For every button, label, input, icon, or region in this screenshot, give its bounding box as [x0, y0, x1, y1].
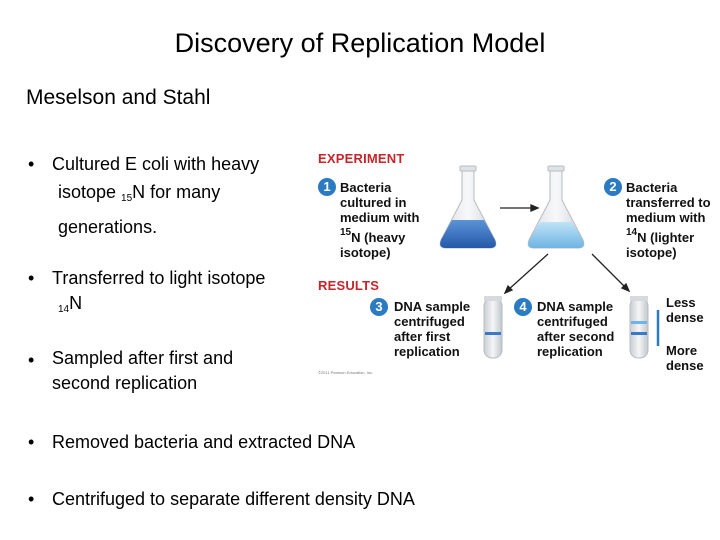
bullet-dot-icon: • — [28, 268, 35, 288]
step-3-label: DNA sample centrifuged after first repli… — [394, 299, 471, 359]
flask-light-icon — [527, 165, 585, 249]
bullet-dot-icon: • — [28, 350, 35, 370]
bullet-text: Cultured E coli with heavy — [52, 154, 260, 174]
step-3-badge: 3 — [370, 298, 388, 316]
bullet-text: second replication — [52, 373, 198, 393]
experiment-heading: EXPERIMENT — [318, 151, 405, 166]
more-dense-label: More dense — [666, 343, 704, 373]
bullet-text: Sampled after first and — [52, 348, 234, 368]
bullet-text: Centrifuged to separate different densit… — [52, 489, 415, 509]
bullet-dot-icon: • — [28, 154, 35, 174]
bullet-text: generations. — [58, 217, 158, 237]
results-heading: RESULTS — [318, 278, 380, 293]
arrow-icons — [500, 204, 631, 295]
less-dense-label: Less dense — [666, 295, 704, 325]
slide-subtitle: Meselson and Stahl — [26, 86, 211, 109]
bullet-text: isotope 15N for many — [58, 182, 221, 204]
bullet-text: Removed bacteria and extracted DNA — [52, 432, 356, 452]
bullet-text: 14N — [58, 293, 83, 315]
slide-title: Discovery of Replication Model — [174, 28, 546, 58]
step-1-badge: 1 — [318, 178, 336, 196]
centrifuge-tube-second-icon — [629, 296, 649, 359]
step-2-badge: 2 — [604, 178, 622, 196]
figure-graphics — [439, 165, 660, 359]
bullet-text: Transferred to light isotope — [52, 268, 266, 288]
step-2-label: Bacteria transferred to medium with 14N … — [626, 180, 711, 260]
bullet-dot-icon: • — [28, 432, 35, 452]
step-4-label: DNA sample centrifuged after second repl… — [537, 299, 615, 359]
step-4-badge: 4 — [514, 298, 532, 316]
flask-heavy-icon — [439, 165, 497, 249]
step-1-label: Bacteria cultured in medium with 15N (he… — [340, 180, 420, 260]
experiment-figure: EXPERIMENT RESULTS 1 Bacteria cultured i… — [312, 148, 720, 380]
bullet-dot-icon: • — [28, 489, 35, 509]
figure-credit: ©2011 Pearson Education, Inc. — [318, 370, 374, 375]
centrifuge-tube-first-icon — [483, 296, 503, 359]
